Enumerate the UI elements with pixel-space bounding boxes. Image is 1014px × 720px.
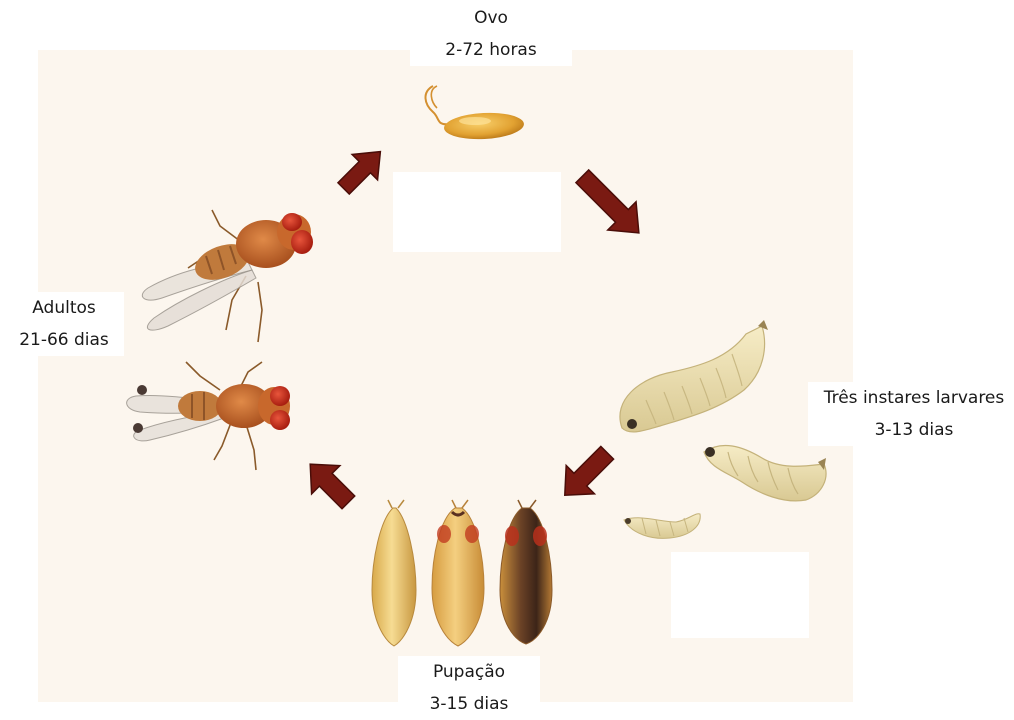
egg-stage-name: Ovo <box>416 2 566 34</box>
adult-stage-name: Adultos <box>10 292 118 324</box>
pupa-stage-duration: 3-15 dias <box>404 688 534 720</box>
pupa-stage-name: Pupação <box>404 656 534 688</box>
egg-stage-duration: 2-72 horas <box>416 34 566 66</box>
adult-stage-label: Adultos 21-66 dias <box>4 292 124 356</box>
larva-stage-name: Três instares larvares <box>814 382 1014 414</box>
blank-patch <box>393 172 561 252</box>
larva-stage-duration: 3-13 dias <box>814 414 1014 446</box>
egg-stage-label: Ovo 2-72 horas <box>410 2 572 66</box>
pupa-stage-label: Pupação 3-15 dias <box>398 656 540 720</box>
adult-stage-duration: 21-66 dias <box>10 324 118 356</box>
blank-patch <box>671 552 809 638</box>
larva-stage-label: Três instares larvares 3-13 dias <box>808 382 1014 446</box>
